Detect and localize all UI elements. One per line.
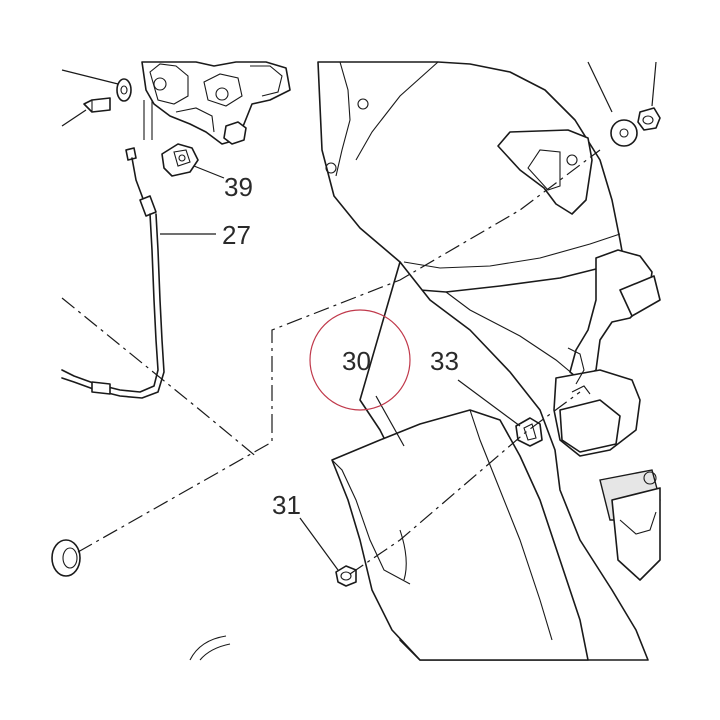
highlight-circle	[309, 309, 411, 411]
part-39-clip	[161, 143, 199, 177]
screw-washer-top-left	[83, 78, 132, 113]
grommet-bottom-left	[51, 539, 81, 577]
muffler-bracket	[497, 129, 593, 215]
part-label-27: 27	[222, 220, 251, 250]
part-30-heat-shield	[331, 409, 589, 661]
part-label-30: 30	[342, 346, 371, 376]
part-label-31: 31	[272, 490, 301, 520]
leader-39	[193, 165, 225, 179]
leader-screw-left	[61, 109, 87, 127]
leader-washer-left	[61, 69, 119, 85]
washer-nut-top-right	[610, 107, 661, 147]
leader-nut	[651, 61, 657, 107]
leader-33	[457, 379, 521, 427]
leader-washer	[587, 61, 613, 113]
part-27-cable	[61, 147, 165, 399]
leader-31	[299, 517, 339, 571]
leader-30	[375, 395, 405, 447]
part-31-screw	[335, 565, 357, 587]
throttle-assembly	[141, 61, 291, 145]
assembly-axis-lines	[61, 149, 601, 575]
part-label-39: 39	[224, 172, 253, 202]
right-mechanism	[553, 249, 661, 581]
part-label-33: 33	[430, 346, 459, 376]
